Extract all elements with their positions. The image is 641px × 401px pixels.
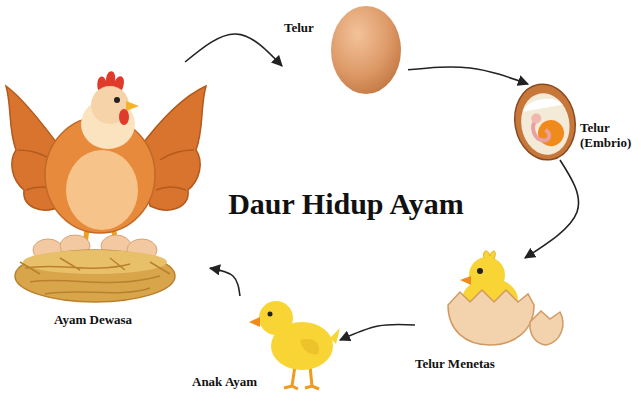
hen-illustration [6,71,206,252]
stage-label: Telur (Embrio) [580,120,636,150]
embryo-egg-illustration-part [516,89,574,158]
hatching-chick-illustration-part [448,290,534,345]
embryo-egg-illustration [509,79,581,164]
hen-illustration-part [114,97,120,103]
cycle-arrow [408,67,528,84]
cycle-arrow [340,324,415,340]
stage-node: Ayam Dewasa [4,62,210,330]
nest-illustration-part [23,250,167,274]
hen-illustration-part [126,101,139,111]
chick-illustration-part [300,339,319,354]
cycle-arrow [210,268,240,296]
hatching-chick-illustration [448,251,563,345]
cycle-arrow [185,34,282,66]
nest-illustration-part [20,258,170,294]
egg-illustration [331,6,401,94]
stage-node: Telur [282,4,408,98]
stage-label: Telur [284,20,314,35]
hen-illustration-part [156,150,194,190]
stage-node: Telur Menetas [415,258,565,376]
chick-illustration [249,301,340,389]
stage-label: Ayam Dewasa [54,312,132,327]
hen-illustration-part [66,150,138,230]
hatching-chick-illustration-part [460,276,471,285]
nest-illustration-part [15,250,175,302]
hatching-chick-illustration-part [469,257,505,293]
embryo-egg-illustration-part [509,79,581,164]
hatching-chick-illustration-part [484,251,496,259]
chick-illustration-part [330,328,340,344]
chick-illustration-part [284,386,319,389]
chick-illustration-part [249,317,260,327]
embryo-egg-illustration-part [530,113,542,125]
embryo-egg-illustration-part [536,118,566,148]
hatching-chick-illustration-part [530,311,563,345]
embryo-egg-illustration-part [521,96,562,112]
diagram-title: Daur Hidup Ayam [228,186,464,222]
stage-label: Anak Ayam [192,374,257,389]
hatching-chick-illustration-part [477,268,483,274]
nest-illustration [15,235,175,302]
hen-illustration-part [91,86,129,124]
cycle-arrow [525,160,579,258]
hen-illustration-part [119,109,129,125]
stage-label: Telur Menetas [415,356,495,371]
stage-node: Anak Ayam [190,296,340,394]
chick-illustration-part [259,301,293,335]
stage-node: Telur (Embrio) [513,84,638,160]
egg-illustration-part [331,6,401,94]
chick-illustration-part [268,312,273,317]
